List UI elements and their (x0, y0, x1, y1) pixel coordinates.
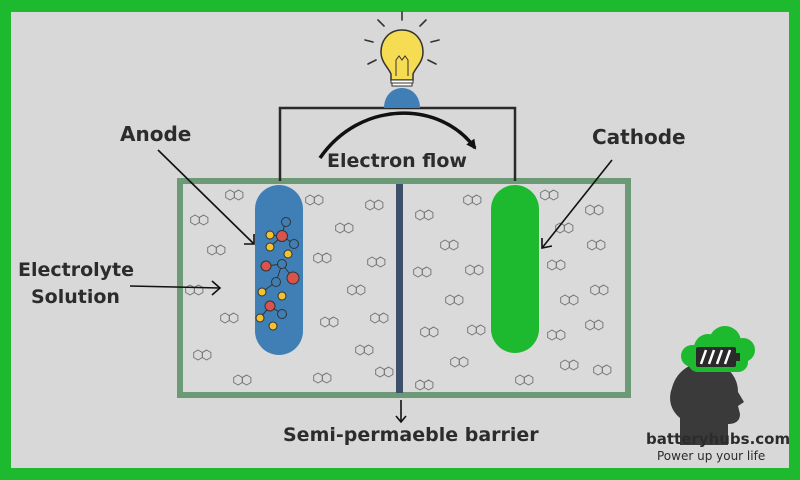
brand-tagline: Power up your life (657, 449, 766, 463)
anode-electrode (255, 185, 303, 355)
pointer-arrows (129, 149, 613, 424)
barrier-label: Semi-permaeble barrier (283, 424, 539, 446)
cathode-label: Cathode (592, 125, 686, 149)
electrolyte-label-line2: Solution (31, 286, 120, 308)
anode-label: Anode (120, 122, 192, 146)
electrolyte-pointer-arrow (129, 285, 221, 289)
cathode-electrode (491, 185, 539, 353)
electron-flow-arrow (318, 111, 477, 159)
electrolyte-label-line1: Electrolyte (18, 259, 135, 281)
battery-head-logo-icon (670, 326, 755, 445)
cathode-pointer-arrow (541, 159, 613, 249)
lightbulb-icon (364, 11, 440, 108)
anode-particles (255, 217, 300, 331)
brand-name: batteryhubs.com (646, 430, 791, 448)
electrolyte-tank (177, 178, 631, 398)
electron-flow-label: Electron flow (327, 150, 467, 172)
anode-pointer-arrow (157, 149, 255, 245)
semi-permeable-barrier (396, 184, 403, 393)
